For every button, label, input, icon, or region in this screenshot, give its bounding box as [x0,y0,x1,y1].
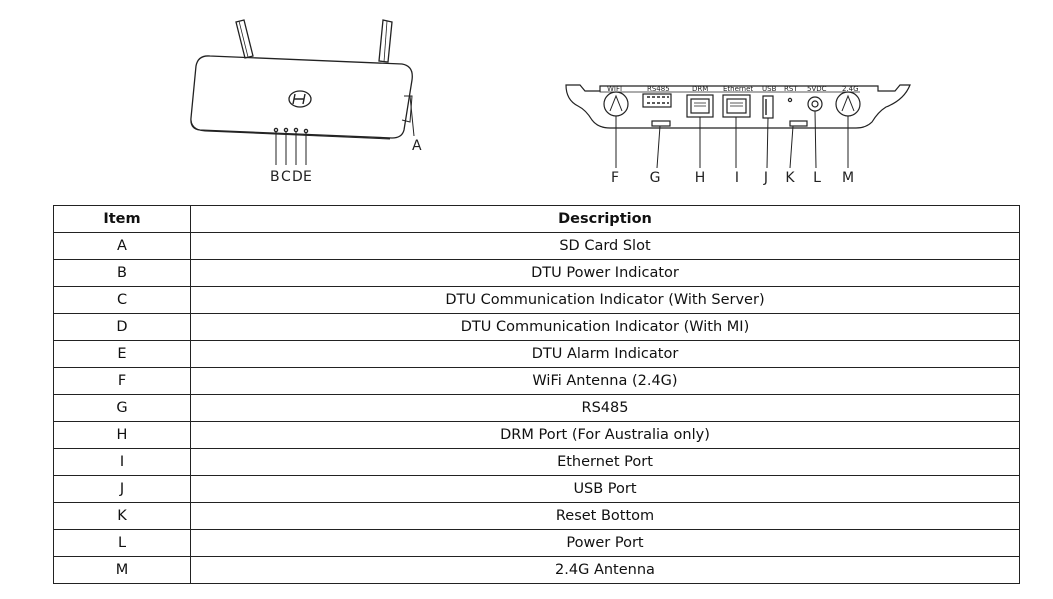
callout-label-e: E [303,169,312,185]
description-cell: 2.4G Antenna [190,556,1020,584]
port-label-5vdc: 5VDC [807,85,827,93]
description-cell: WiFi Antenna (2.4G) [190,367,1020,395]
callout-label-g: G [650,170,661,186]
item-cell: F [53,367,191,395]
description-cell: DTU Power Indicator [190,259,1020,287]
item-cell: M [53,556,191,584]
brand-logo-icon [288,90,312,108]
callout-label-i: I [735,170,739,186]
item-cell: H [53,421,191,449]
description-cell: Ethernet Port [190,448,1020,476]
device-body [190,55,413,139]
port-label-rst: RST [784,85,798,93]
description-cell: USB Port [190,475,1020,503]
left-antenna-icon [235,19,254,59]
description-cell: DTU Alarm Indicator [190,340,1020,368]
callout-label-k: K [785,170,795,186]
item-column-header: Item [53,205,191,233]
callout-label-c: C [281,169,291,185]
item-cell: D [53,313,191,341]
description-cell: DTU Communication Indicator (With MI) [190,313,1020,341]
item-cell: I [53,448,191,476]
description-cell: DTU Communication Indicator (With Server… [190,286,1020,314]
callout-label-j: J [763,170,768,186]
item-cell: C [53,286,191,314]
description-cell: Power Port [190,529,1020,557]
rs485-terminal-icon [642,93,672,108]
port-label-ethernet: Ethernet [723,85,753,93]
port-label-rs485: RS485 [647,85,670,93]
table-header-row: Item Description [53,205,1020,233]
description-cell: Reset Bottom [190,502,1020,530]
device-port-panel-illustration: WIFI RS485 DRM Ethernet USB RST 5VDC 2.4… [565,84,911,186]
callout-label-a: A [412,138,422,154]
callout-label-h: H [695,170,706,186]
indicator-leds [273,127,309,134]
usb-port-icon [762,95,774,119]
description-column-header: Description [190,205,1020,233]
item-cell: A [53,232,191,260]
wifi-antenna-connector-icon [603,91,629,117]
callout-label-b: B [270,169,280,185]
item-cell: G [53,394,191,422]
drm-port-icon [686,94,714,118]
item-cell: B [53,259,191,287]
port-panel-outline [565,84,911,129]
port-label-usb: USB [762,85,777,93]
item-cell: L [53,529,191,557]
callout-label-d: D [292,169,303,185]
callout-label-l: L [813,170,821,186]
rs485-slot-icon [651,120,671,127]
port-label-drm: DRM [692,85,708,93]
description-cell: DRM Port (For Australia only) [190,421,1020,449]
description-cell: RS485 [190,394,1020,422]
reset-button-icon [787,97,793,103]
ethernet-port-icon [722,94,751,118]
callout-label-f: F [611,170,619,186]
port-label-wifi: WIFI [607,85,622,93]
reset-slot-icon [789,120,808,127]
description-cell: SD Card Slot [190,232,1020,260]
antenna-24g-connector-icon [835,91,861,117]
item-cell: J [53,475,191,503]
item-cell: K [53,502,191,530]
power-port-icon [807,96,823,112]
right-antenna-icon [378,19,393,63]
device-top-view-illustration: A B C D E [190,19,422,185]
callout-label-m: M [842,170,854,186]
port-label-24g: 2.4G [842,85,859,93]
item-cell: E [53,340,191,368]
